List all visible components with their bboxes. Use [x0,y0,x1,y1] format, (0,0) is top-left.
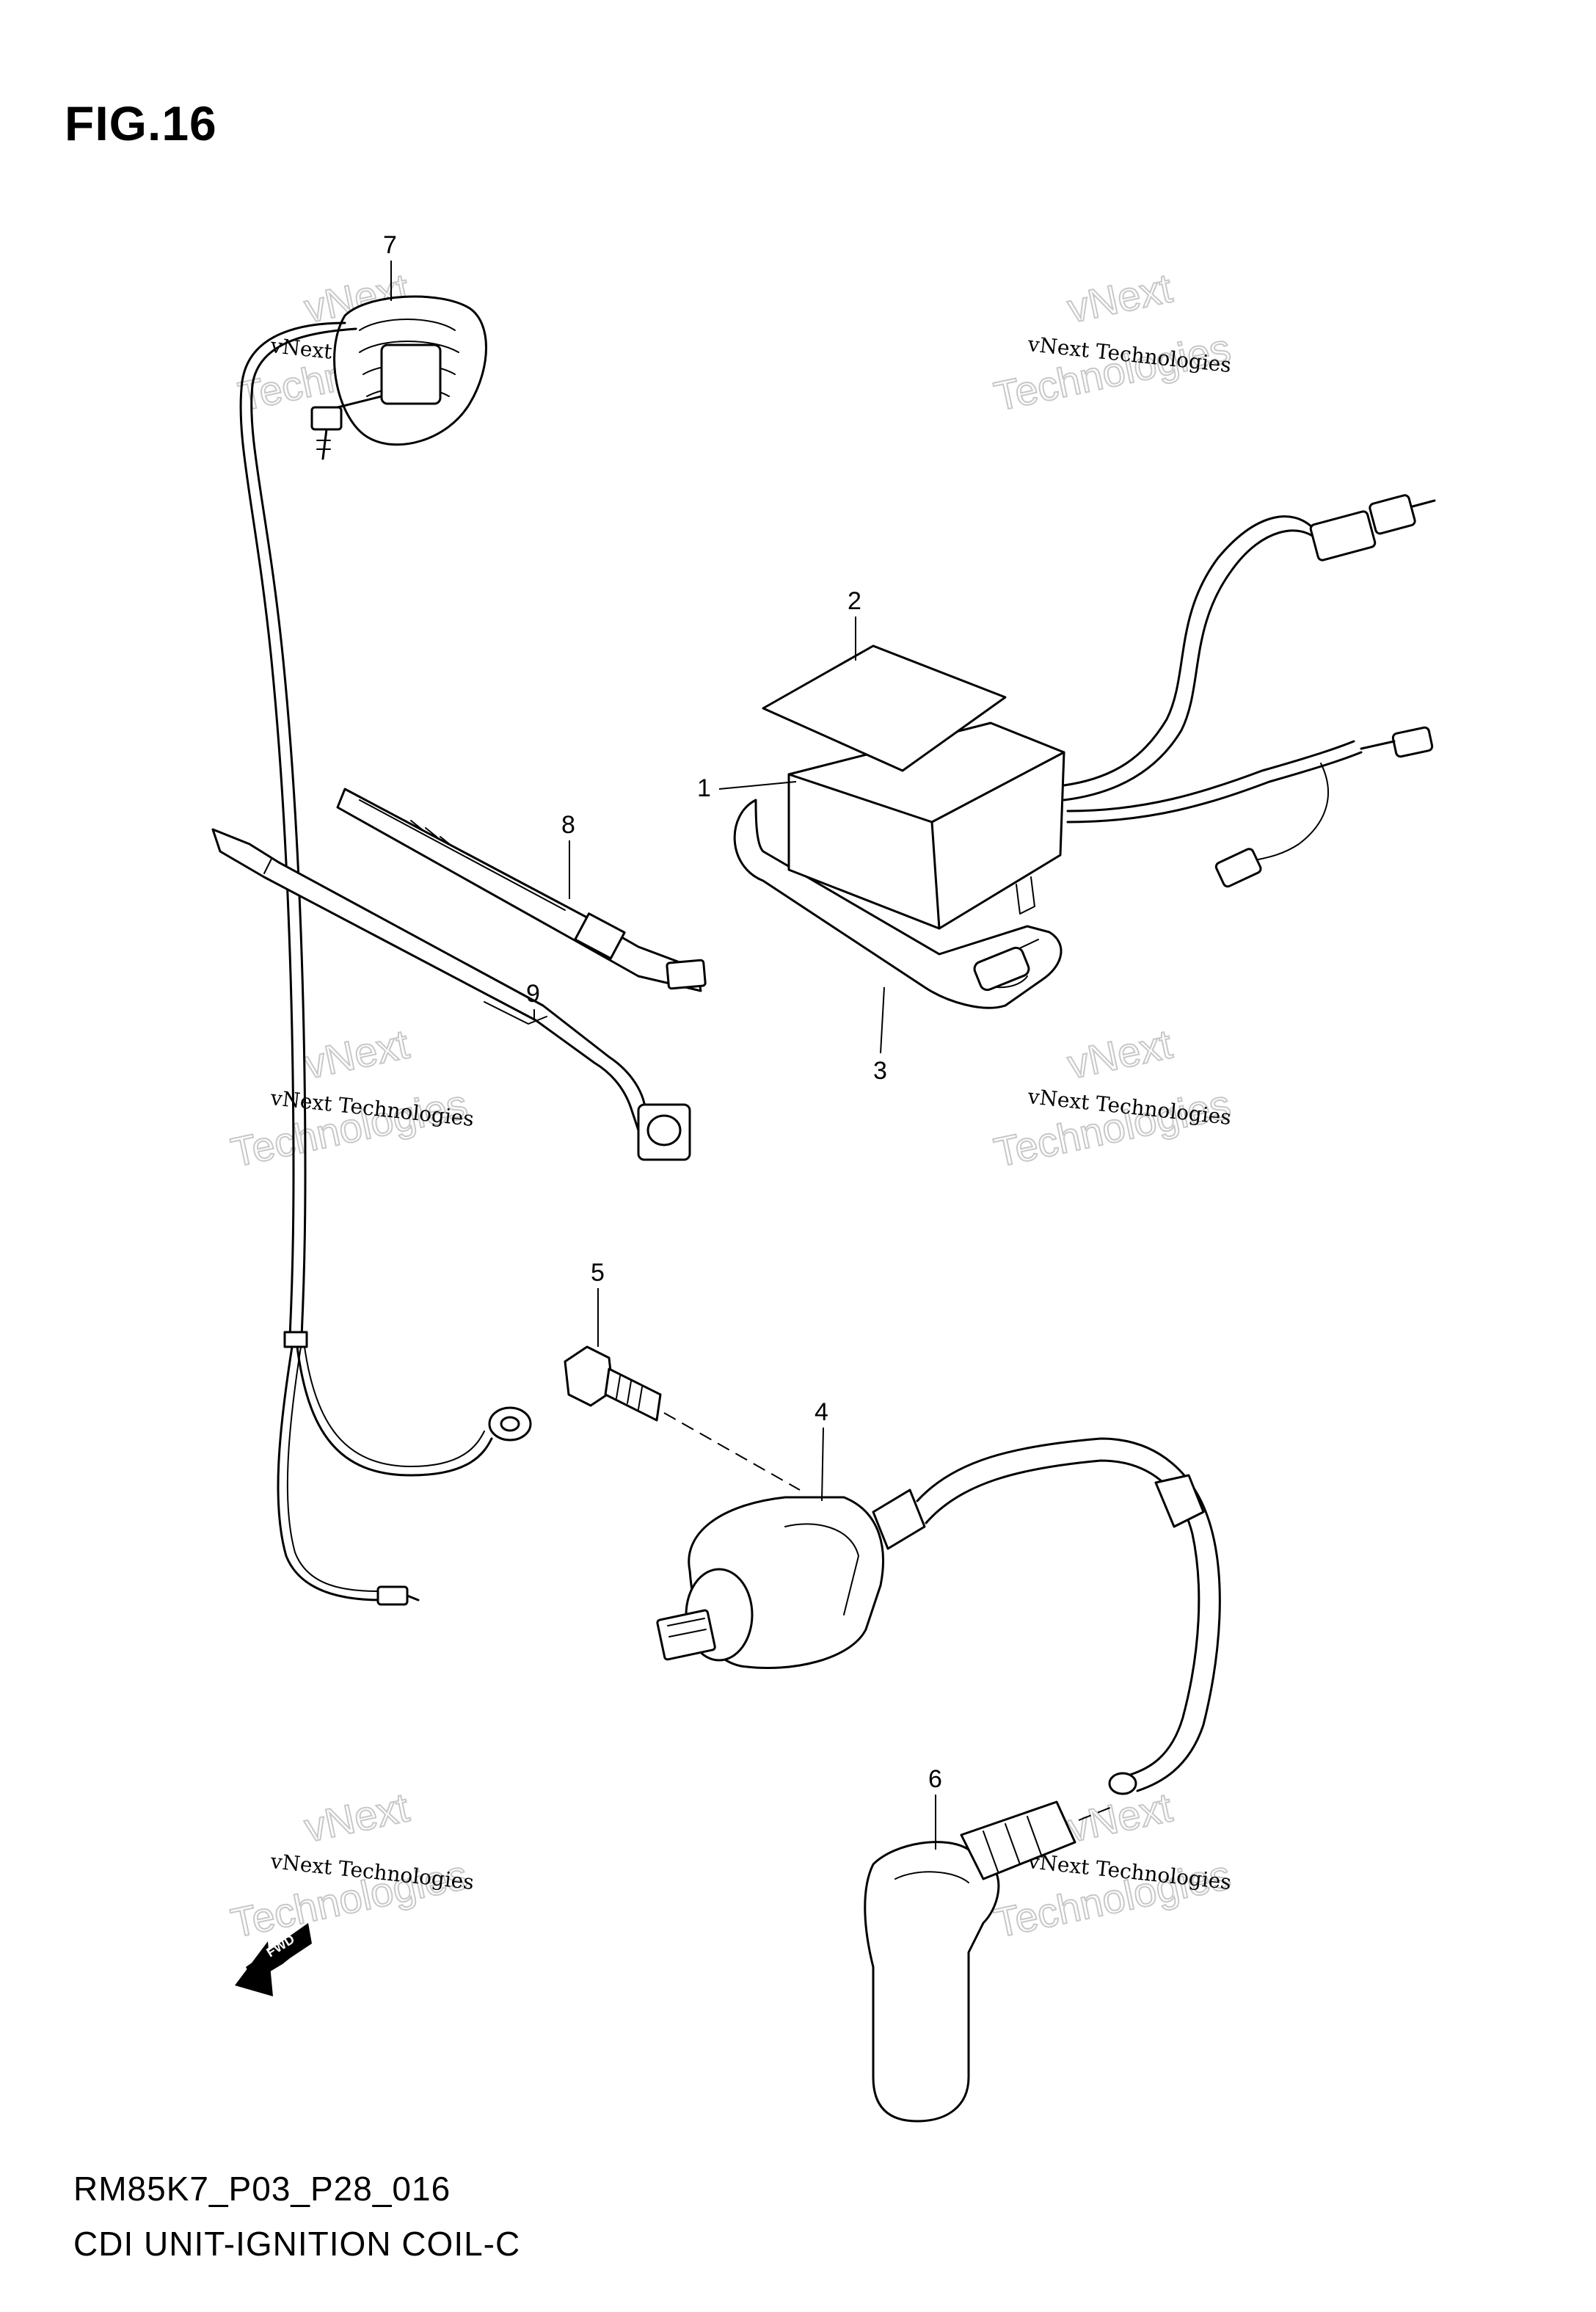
callout-6: 6 [928,1765,942,1850]
svg-text:vNext: vNext [1063,264,1176,331]
callout-1: 1 [697,774,797,802]
svg-text:9: 9 [526,980,540,1008]
svg-text:6: 6 [928,1765,942,1793]
part-4-ignition-coil [656,1437,1221,1795]
watermark-bottom-right: vNext Technologies vNext Technologies [989,1783,1235,1946]
svg-text:4: 4 [815,1398,828,1426]
part-2-label-pad [762,644,1007,772]
model-code: RM85K7_P03_P28_016 [73,2170,451,2208]
callout-8: 8 [561,811,575,899]
callout-4: 4 [815,1398,828,1502]
svg-text:5: 5 [591,1259,605,1287]
callout-5: 5 [591,1259,605,1347]
watermark-top-right: vNext Technologies vNext Technologies [989,263,1235,420]
svg-text:7: 7 [383,231,397,259]
svg-text:8: 8 [561,811,575,839]
watermark-middle-right: vNext Technologies vNext Technologies [989,1019,1235,1176]
svg-text:vNext: vNext [1063,1020,1176,1087]
svg-text:1: 1 [697,774,711,802]
svg-text:2: 2 [848,587,861,615]
part-9-clamp-strap [211,828,691,1161]
part-6-spark-plug-cap [864,1800,1116,2123]
part-1-cdi-unit [787,494,1436,930]
callout-2: 2 [848,587,861,661]
part-7-pickup-coil [239,295,532,1606]
callout-7: 7 [383,231,397,301]
bolt-to-coil-dashed-line [663,1412,801,1491]
svg-text:3: 3 [873,1057,887,1085]
callout-3: 3 [873,986,887,1085]
svg-text:vNext: vNext [300,1784,413,1850]
part-8-cable-tie [336,788,707,992]
diagram-title: CDI UNIT-IGNITION COIL-C [73,2225,521,2263]
figure-title: FIG.16 [65,96,217,150]
watermark-bottom-left: vNext Technologies vNext Technologies [226,1783,475,1946]
callout-9: 9 [526,980,540,1020]
part-5-bolt [564,1345,662,1422]
svg-text:vNext: vNext [300,1020,413,1087]
part-3-rubber-holder [733,799,1063,1009]
watermark-middle-left: vNext Technologies vNext Technologies [226,1019,475,1176]
